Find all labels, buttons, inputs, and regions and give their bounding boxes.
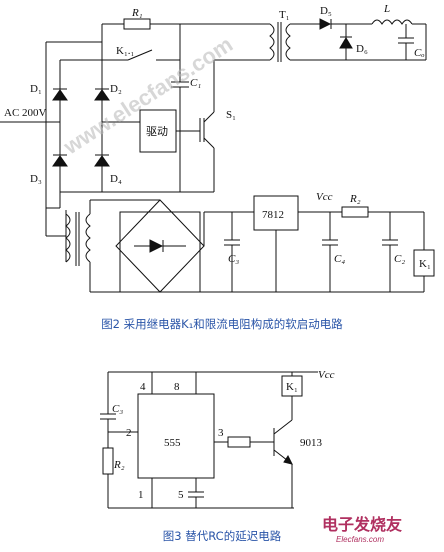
- site-logo: 电子发烧友: [322, 515, 403, 534]
- figure2-caption: 图2 采用继电器K₁和限流电阻构成的软启动电路: [101, 317, 343, 331]
- label-c3-fig2: C₃: [228, 253, 239, 265]
- figure3-caption: 图3 替代RC的延迟电路: [163, 529, 282, 543]
- label-c4: C₄: [334, 253, 345, 265]
- label-c2: C₂: [394, 253, 405, 265]
- t1-secondary-coil: [285, 23, 291, 61]
- aux-bridge-diamond: [115, 199, 205, 293]
- label-s1: S₁: [226, 109, 236, 121]
- t1-primary-coil: [269, 23, 275, 61]
- label-r2-fig2: R₂: [349, 193, 361, 205]
- diode-d6: [339, 37, 353, 49]
- label-k1-fig3: K₁: [286, 381, 298, 393]
- inductor-l: [371, 19, 413, 25]
- label-d2: D₂: [110, 83, 122, 95]
- label-vcc-fig2: Vcc: [316, 191, 333, 203]
- aux-bridge-diode: [149, 239, 164, 253]
- r2-resistor: [341, 206, 369, 218]
- label-ac-input: AC 200V: [4, 107, 47, 119]
- diode-d3: [52, 155, 68, 167]
- watermark-text: www.elecfans.com: [58, 31, 237, 159]
- label-regulator: 7812: [262, 209, 284, 221]
- label-chip-555: 555: [164, 437, 181, 449]
- label-pin2: 2: [126, 427, 132, 439]
- label-c3-fig3: C₃: [112, 403, 123, 415]
- figure2-circuit: [0, 18, 435, 293]
- label-drive: 驱动: [146, 125, 168, 138]
- figure3-labels: 4 8 K₁ Vcc C₃ 2 555 3 9013 R₂ 1 5: [112, 369, 335, 501]
- label-d6: D₆: [356, 43, 368, 55]
- chip-555: [137, 393, 215, 479]
- label-pin4: 4: [140, 381, 146, 393]
- transistor-emitter-arrow: [283, 455, 293, 465]
- fig3-base-resistor: [227, 436, 251, 448]
- diode-d2: [94, 89, 110, 101]
- figure2-labels: R₁ T₁ D₅ L D₆ Cₒ K₁.₁ D₁ D₂ C₁ S₁ AC 200…: [4, 3, 431, 270]
- diode-d1: [52, 89, 68, 101]
- k11-switch-blade: [127, 49, 153, 61]
- label-d4: D₄: [110, 173, 122, 185]
- label-k1-fig2: K₁: [419, 258, 431, 270]
- label-pin3: 3: [218, 427, 224, 439]
- label-pin5: 5: [178, 489, 184, 501]
- r1-resistor: [123, 18, 151, 30]
- label-co: Cₒ: [414, 47, 424, 59]
- aux-primary-coil: [65, 213, 71, 263]
- label-l: L: [383, 3, 390, 15]
- s1-source-lead: [203, 137, 215, 149]
- figure3-circuit: [100, 371, 318, 509]
- label-pin8: 8: [174, 381, 180, 393]
- label-vcc-fig3: Vcc: [318, 369, 335, 381]
- aux-secondary-coil: [85, 213, 91, 263]
- site-logo-subtitle: Elecfans.com: [336, 535, 384, 544]
- label-d3: D₃: [30, 173, 42, 185]
- s1-drain-lead: [203, 111, 215, 123]
- label-r1: R₁: [131, 7, 143, 19]
- label-pin1: 1: [138, 489, 144, 501]
- transistor-collector: [273, 419, 293, 435]
- label-k11: K₁.₁: [116, 45, 135, 57]
- label-d5: D₅: [320, 5, 332, 17]
- label-r2-fig3: R₂: [113, 459, 125, 471]
- label-transistor: 9013: [300, 437, 323, 449]
- label-d1: D₁: [30, 83, 42, 95]
- aux-bridge-box: [119, 211, 201, 293]
- diode-d5: [319, 18, 332, 30]
- label-t1: T₁: [279, 9, 290, 21]
- label-c1: C₁: [190, 77, 201, 89]
- diode-d4: [94, 155, 110, 167]
- r2-fig3-resistor: [102, 447, 114, 475]
